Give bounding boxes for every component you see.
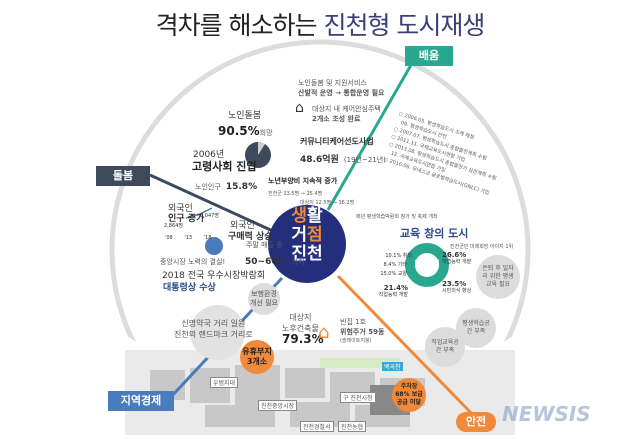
segment: 8.4% 기타 (383, 262, 408, 268)
safety-line (336, 274, 478, 420)
purchase-label: 외국인 (230, 221, 255, 231)
page-title: 격차를 해소하는 진천형 도시재생 (155, 11, 486, 40)
segment: 10.1% 취미 (385, 253, 412, 259)
old-building-value: 79.3% (282, 332, 324, 346)
dependency-target: 대상지 12.5명 → 36.2명 (300, 200, 355, 206)
segment: 26.6%학습능력 개발 (442, 251, 472, 265)
tag-safety: 안전 (456, 412, 496, 432)
market-prize: 대통령상 수상 (163, 283, 216, 293)
elder-care-stat: 90.5%희망 (218, 124, 273, 138)
retire-bubble: 은퇴 후 일자리 위한 평생교육 필요 (476, 255, 520, 299)
street-bubble (190, 305, 245, 360)
foreign-pop-start: 2,864명 (164, 223, 183, 229)
learning-heading: 교육 창의 도시 (400, 227, 469, 240)
house-icon: ⌂ (295, 100, 304, 116)
care-line (149, 173, 276, 234)
foreign-pop-line (185, 207, 213, 219)
walk-bubble: 보행환경 개선 필요 (248, 283, 280, 315)
donut-center: 평생교육 희망목표 (414, 260, 440, 273)
learning-festival: 매년 평생학습박람회 참가 및 축제 개최 (356, 214, 438, 220)
map-label: 백곡천 (382, 362, 403, 371)
segment: 15.0% 교양 (380, 271, 407, 277)
aging-label: 고령사회 진입 (192, 160, 257, 173)
elder-pop: 노인인구 15.8% (195, 182, 258, 192)
project-name: 커뮤니티케어선도사업 (300, 137, 374, 146)
project-budget: 48.6억원 (19년~21년) (300, 155, 386, 165)
foreign-label: 외국인 (168, 204, 193, 214)
foreign-years: '08 '13 '18 (165, 235, 212, 241)
purchase-note: 주말 매출 중 (246, 241, 283, 249)
segment: 23.5%시민의식 향상 (442, 280, 472, 294)
tag-learning: 배움 (405, 46, 453, 66)
dependency-county: 진천군 23.5명 → 25.4명 (268, 191, 323, 197)
map-label: 구 진천시청 (340, 392, 376, 403)
tag-economy: 지역경제 (108, 391, 174, 411)
map-label: 우범지대 (210, 377, 239, 388)
tag-care: 돌봄 (96, 166, 150, 186)
education-donut (405, 243, 449, 287)
center-badge: 생활 거점 진천 (268, 205, 346, 283)
purchase-pie (205, 237, 223, 255)
segment: 21.4%직업능력 개발 (378, 284, 408, 298)
map-label: 진천농협 (338, 421, 367, 432)
watermark-logo: NEWSIS (502, 402, 591, 426)
aging-year: 2006년 (193, 150, 225, 160)
market-note: 중앙시장 노력의 결실! (160, 258, 226, 266)
market-award: 2018 전국 우수시장박람회 (162, 271, 266, 281)
foreign-pop-end: 6,047명 (200, 213, 219, 219)
map-label: 진천경찰서 (300, 421, 334, 432)
purchase-title: 구매력 상승 (228, 232, 273, 242)
learning-ranking: 진천군민 미래희망 아이지 1위 (450, 244, 514, 250)
elder-care-label: 노인돌봄 (228, 111, 262, 121)
map-label: 진천중앙시장 (258, 400, 298, 411)
dependency-label: 노년부양비 지속적 증가 (268, 177, 338, 185)
learning-line (326, 57, 417, 211)
job-space-bubble: 직업교육공간 부족 (425, 327, 465, 367)
old-house-icon: ⌂ (318, 322, 330, 343)
purchase-value: 50~60% 차지 (245, 257, 305, 267)
foreign-pop: 인구 증가 (168, 214, 205, 224)
